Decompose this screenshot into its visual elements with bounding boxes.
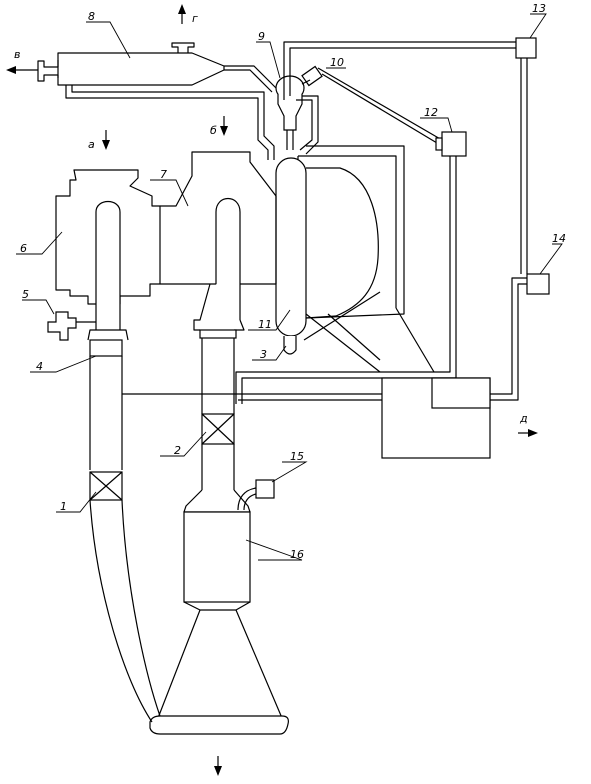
label-10: 10 [330, 56, 344, 69]
label-1: 1 [60, 500, 67, 513]
label-13: 13 [532, 2, 546, 15]
label-8: 8 [88, 10, 95, 23]
flow-label-v: в [14, 48, 20, 61]
instrument-13 [283, 37, 537, 274]
valve-10 [301, 65, 443, 147]
sensor-15 [237, 479, 275, 511]
housing-7 [160, 151, 277, 285]
label-11: 11 [258, 318, 272, 331]
valve-2 [201, 413, 235, 445]
instrument-5 [47, 311, 96, 341]
label-12: 12 [424, 106, 438, 119]
label-4: 4 [36, 360, 43, 373]
flow-label-b: б [210, 124, 217, 137]
flow-arrow-v [6, 66, 38, 74]
label-5: 5 [22, 288, 29, 301]
riser-4 [87, 200, 129, 470]
label-14: 14 [552, 232, 566, 245]
separator-vessel-8 [37, 42, 277, 160]
label-15: 15 [290, 450, 304, 463]
leader-lines [16, 13, 563, 561]
flow-label-d: д [519, 412, 528, 425]
part-labels: 8 9 10 12 13 14 7 6 5 4 11 3 2 1 15 16 [20, 2, 566, 561]
flow-arrow-d [518, 429, 538, 437]
flow-labels: а б г в д [14, 12, 528, 425]
instrument-12 [235, 131, 467, 404]
reactor-11 [275, 145, 435, 373]
label-3: 3 [260, 348, 267, 361]
instrument-14 [122, 273, 550, 401]
label-2: 2 [174, 444, 181, 457]
flow-arrow-a [102, 130, 110, 150]
flow-label-g: г [192, 12, 198, 25]
pipe-1-to-cone [89, 499, 161, 723]
flow-label-a: а [88, 138, 95, 151]
outlet-block [381, 377, 491, 459]
flow-arrow-bottom [214, 756, 222, 776]
valve-1 [89, 471, 123, 501]
cyclone-9 [275, 75, 319, 155]
label-9: 9 [258, 30, 265, 43]
vessel-16 [149, 444, 289, 735]
label-16: 16 [290, 548, 304, 561]
label-6: 6 [20, 242, 27, 255]
flow-arrow-b [220, 116, 228, 136]
flow-arrow-g [178, 4, 186, 24]
label-7: 7 [160, 168, 167, 181]
riser-7 [193, 197, 245, 414]
